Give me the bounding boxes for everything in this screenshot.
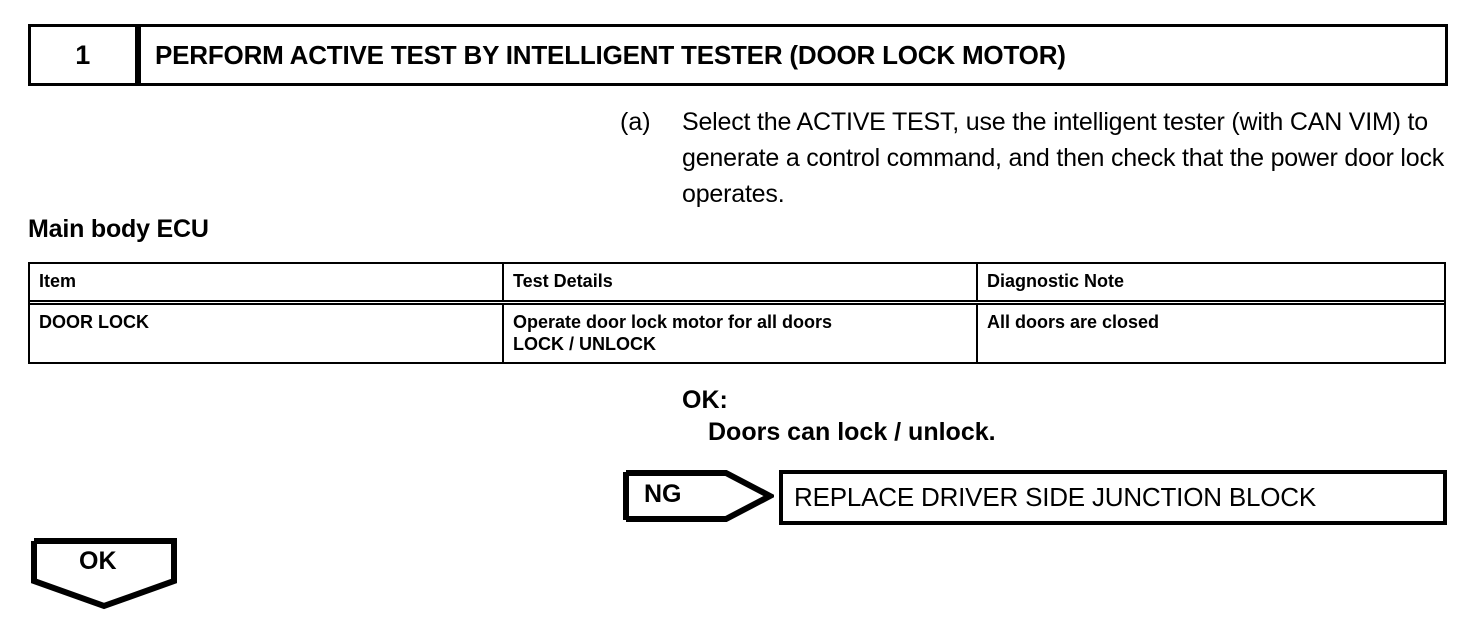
table-row: DOOR LOCK Operate door lock motor for al… — [30, 300, 1444, 362]
section-label: Main body ECU — [28, 215, 209, 243]
step-title: PERFORM ACTIVE TEST BY INTELLIGENT TESTE… — [138, 24, 1448, 86]
ng-action-box: REPLACE DRIVER SIDE JUNCTION BLOCK — [779, 470, 1447, 525]
cell-test-details-line1: Operate door lock motor for all doors — [513, 312, 833, 332]
cell-item: DOOR LOCK — [39, 312, 149, 332]
ok-result-label: OK: — [682, 386, 728, 414]
cell-diagnostic-note: All doors are closed — [976, 305, 1444, 362]
procedure-marker: (a) — [620, 108, 651, 136]
ok-result-block: OK: Doors can lock / unlock. — [682, 384, 996, 448]
ok-down-label: OK — [79, 547, 117, 575]
table-header-row: Item Test Details Diagnostic Note — [30, 264, 1444, 300]
ng-label: NG — [644, 480, 682, 508]
ok-down-arrow-icon — [30, 538, 178, 610]
column-header-item: Item — [39, 271, 77, 291]
step-number: 1 — [28, 24, 138, 86]
procedure-paragraph: (a) Select the ACTIVE TEST, use the inte… — [620, 104, 1450, 212]
column-header-diagnostic-note: Diagnostic Note — [976, 264, 1444, 300]
ok-result-text: Doors can lock / unlock. — [708, 418, 996, 446]
cell-test-details-line2: LOCK / UNLOCK — [513, 334, 656, 354]
active-test-table: Item Test Details Diagnostic Note DOOR L… — [28, 262, 1446, 364]
ng-arrow-icon — [622, 470, 774, 522]
step-header-bar: 1 PERFORM ACTIVE TEST BY INTELLIGENT TES… — [28, 24, 1448, 86]
cell-test-details: Operate door lock motor for all doors LO… — [502, 305, 976, 362]
column-header-test-details: Test Details — [502, 264, 976, 300]
procedure-text: Select the ACTIVE TEST, use the intellig… — [682, 108, 1445, 208]
